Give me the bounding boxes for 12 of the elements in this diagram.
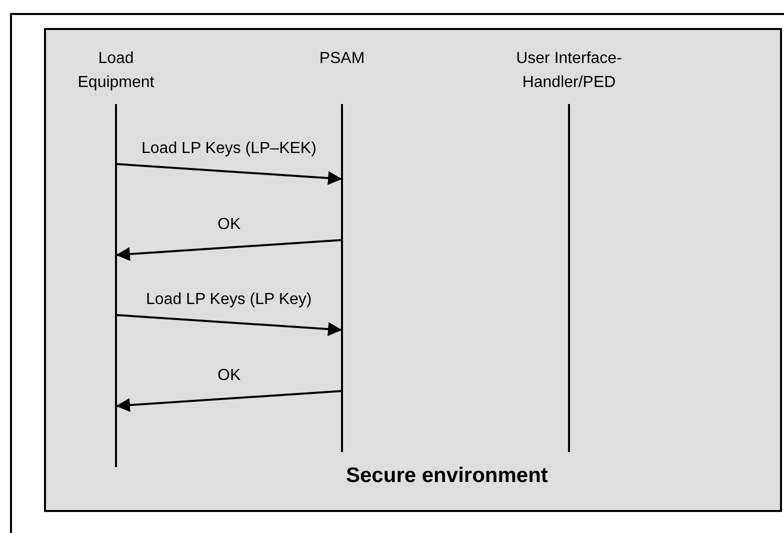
participant-label: User Interface-Handler/PED: [515, 49, 623, 93]
message-label: OK: [218, 216, 241, 234]
message-arrow: [116, 239, 342, 262]
message-label: Load LP Keys (LP–KEK): [142, 140, 316, 158]
message-arrow: [116, 163, 342, 186]
participant-label: Load Equipment: [76, 49, 156, 93]
participant-label: PSAM: [318, 49, 366, 69]
message-label: OK: [218, 367, 241, 385]
message-label: Load LP Keys (LP Key): [146, 291, 312, 309]
message-arrow: [116, 390, 342, 412]
message-arrow: [116, 314, 342, 336]
panel-title: Secure environment: [346, 464, 548, 488]
